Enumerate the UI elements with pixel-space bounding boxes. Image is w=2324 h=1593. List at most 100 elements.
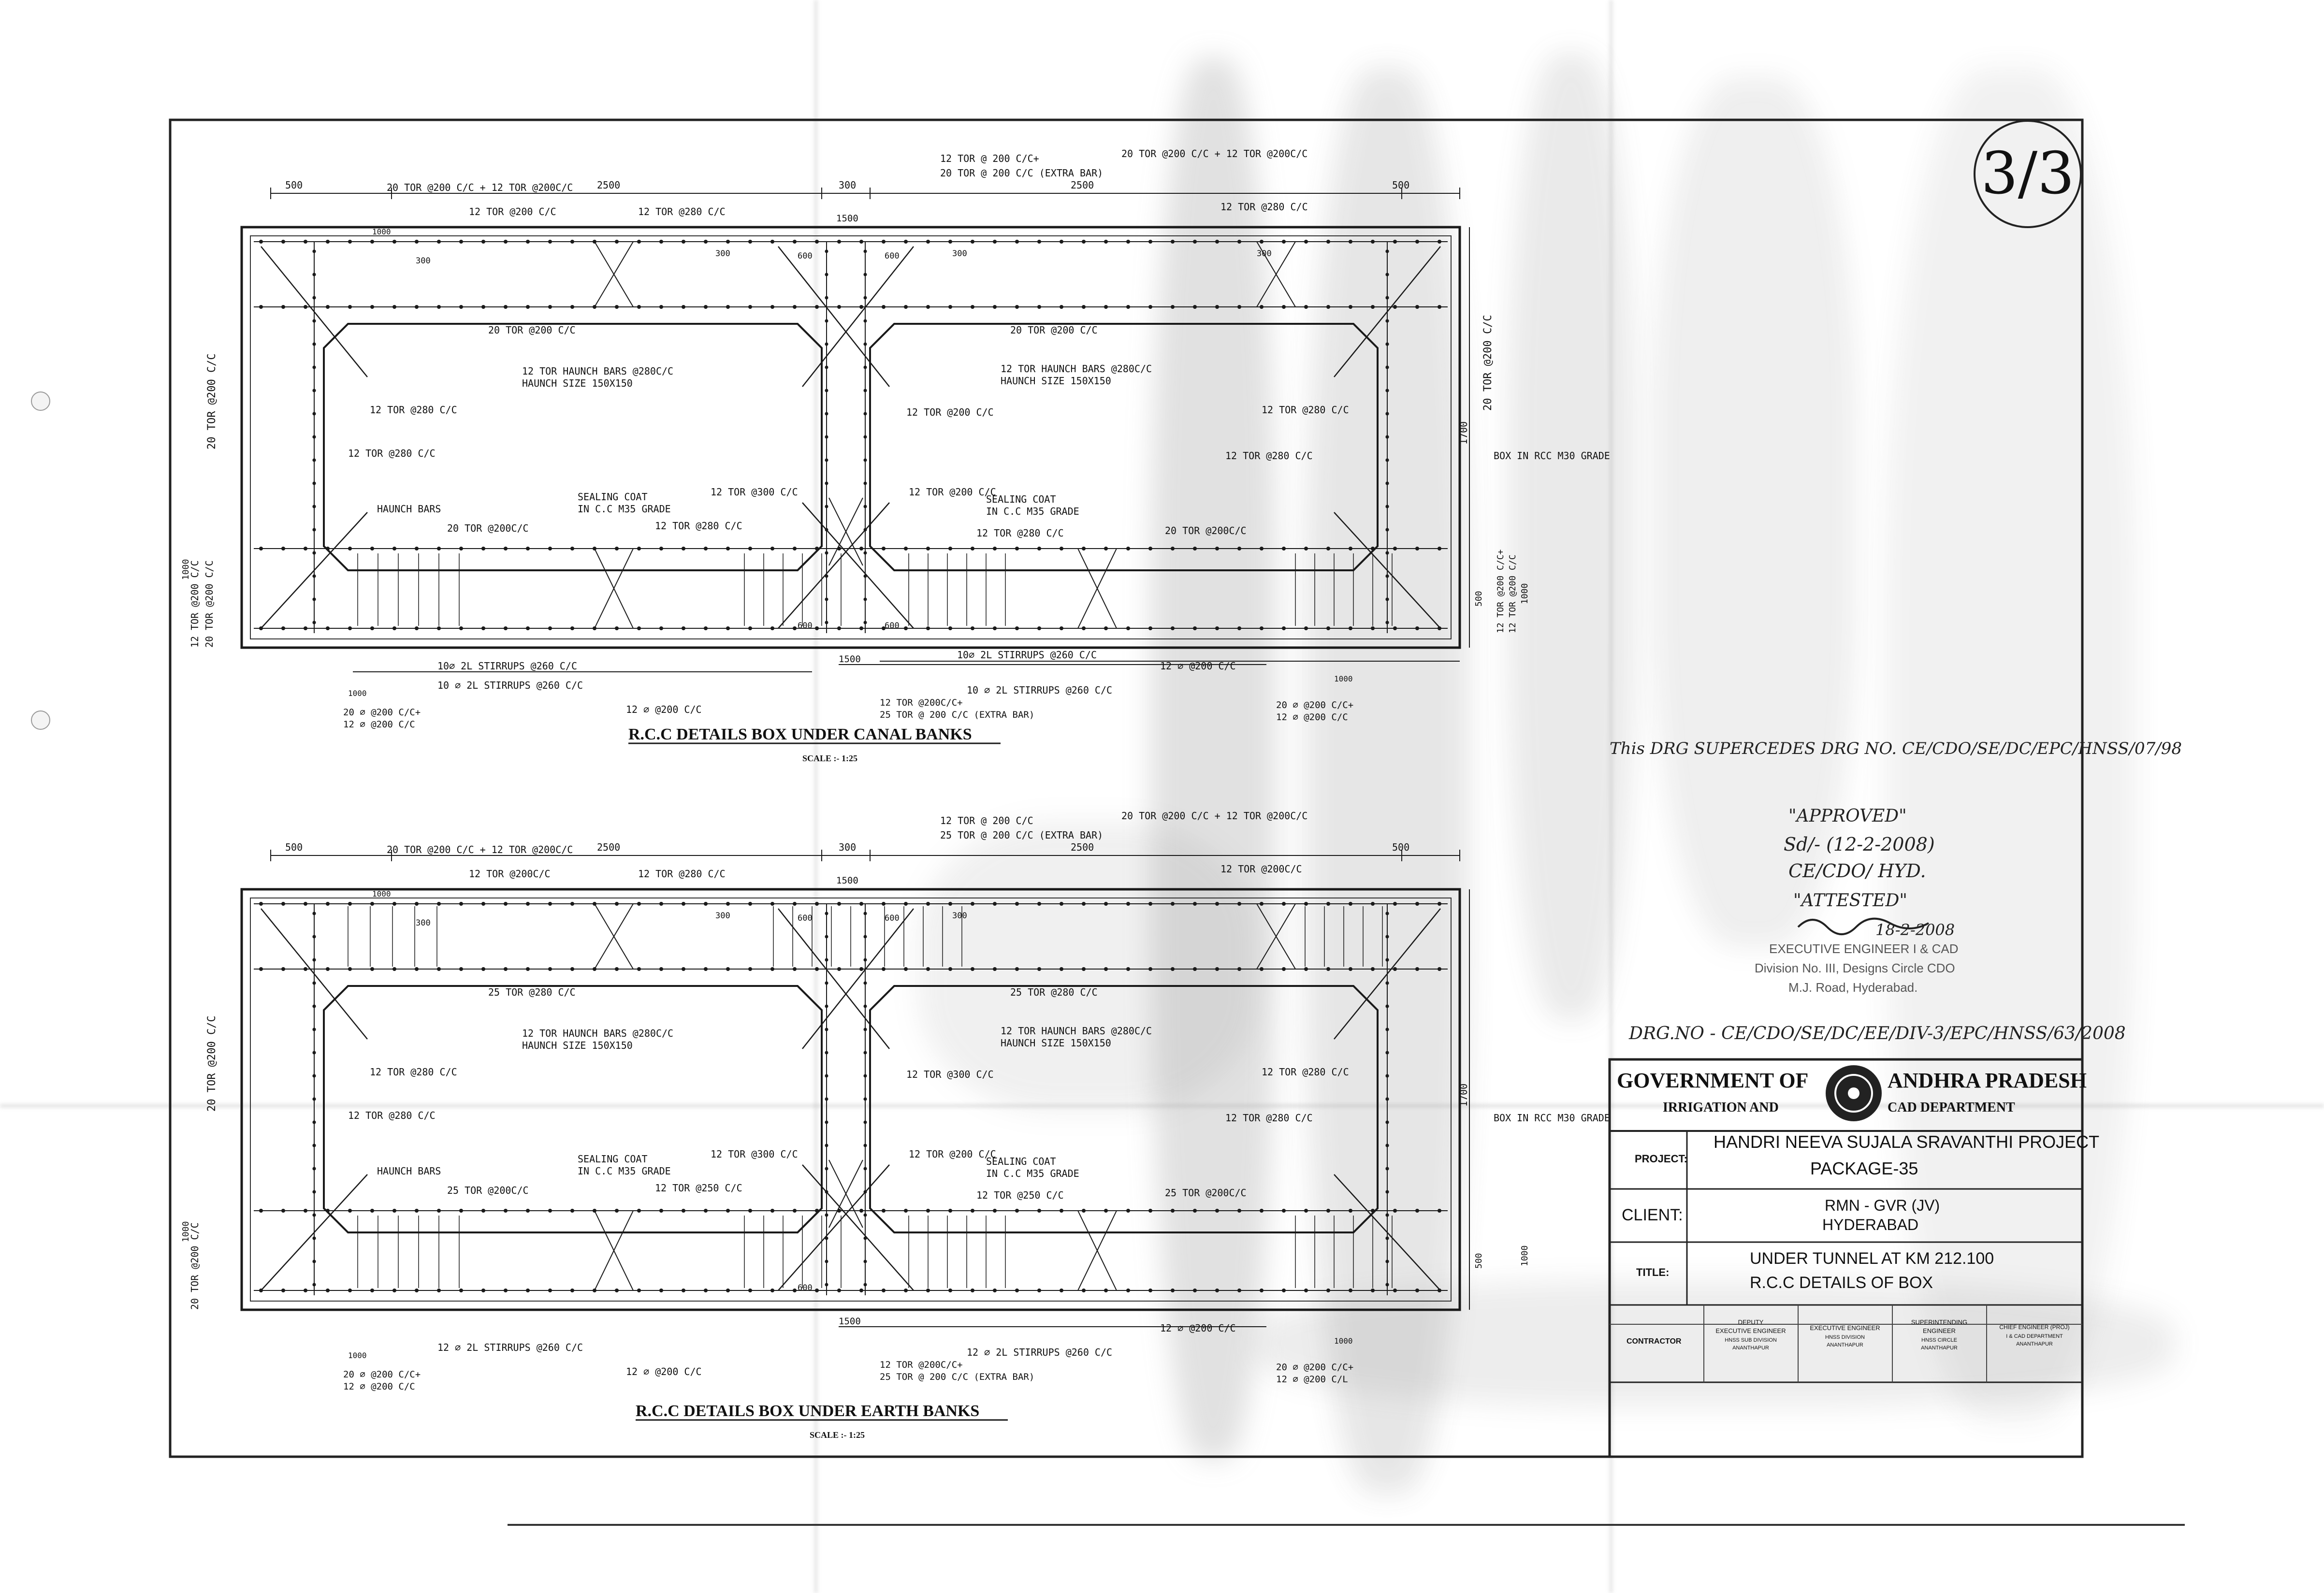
distribution-bar-dot — [863, 1004, 867, 1008]
distribution-bar-dot — [615, 1209, 619, 1213]
bottom-right-bar-2: 25 TOR @200C/C — [1165, 1187, 1247, 1199]
distribution-bar-dot — [1171, 305, 1175, 309]
distribution-bar-dot — [415, 626, 419, 630]
distribution-bar-dot — [770, 967, 774, 971]
bottom-left-1: 20 ∅ @200 C/C+ — [343, 1369, 421, 1380]
distribution-bar-dot — [312, 1283, 316, 1287]
distribution-bar-dot — [1349, 240, 1352, 244]
distribution-bar-dot — [370, 240, 374, 244]
stirrup-cross — [594, 903, 634, 970]
distribution-bar-dot — [1349, 547, 1352, 550]
distribution-bar-dot — [1385, 319, 1389, 323]
distribution-bar-dot — [859, 305, 863, 309]
left-cell — [323, 323, 823, 571]
distribution-bar-dot — [1326, 1209, 1330, 1213]
haunch-bar — [778, 1164, 890, 1291]
distribution-bar-dot — [1304, 967, 1308, 971]
distribution-bar-dot — [682, 1289, 685, 1292]
slab-label-right: 12 TOR @200C/C — [1220, 863, 1302, 875]
stirrup-cross — [594, 241, 634, 307]
distribution-bar-dot — [1385, 412, 1389, 416]
drawing-scale: SCALE :- 1:25 — [802, 753, 857, 763]
distribution-bar-dot — [548, 1209, 552, 1213]
distribution-bar-dot — [481, 967, 485, 971]
mid-bar-right: 20 TOR @200 C/C — [1010, 324, 1098, 336]
distribution-bar-dot — [904, 305, 908, 309]
distribution-bar-dot — [1326, 1289, 1330, 1292]
distribution-bar-dot — [1282, 547, 1286, 550]
distribution-bar-dot — [1237, 1209, 1241, 1213]
sign-se-2: ENGINEER — [1923, 1327, 1956, 1334]
dim-1000-bottom-right: 1000 — [1334, 1336, 1353, 1346]
distribution-bar-dot — [526, 967, 530, 971]
distribution-bar-dot — [281, 547, 285, 550]
distribution-bar-dot — [570, 1209, 574, 1213]
left-low-2: 20 TOR @200 C/C — [203, 560, 215, 648]
dim-600-bottom-2: 600 — [885, 621, 900, 631]
seal-left-2: IN C.C M35 GRADE — [578, 1165, 671, 1177]
haunch-bar — [802, 1164, 914, 1291]
stirrup-cross — [1256, 241, 1296, 307]
distribution-bar-dot — [863, 1120, 867, 1124]
distribution-bar-dot — [1349, 305, 1352, 309]
distribution-bar-dot — [615, 626, 619, 630]
distribution-bar-dot — [312, 528, 316, 532]
distribution-bar-dot — [392, 626, 396, 630]
distribution-bar-dot — [882, 967, 886, 971]
side-left-label: 20 TOR @200 C/C — [206, 1015, 218, 1112]
distribution-bar-dot — [863, 412, 867, 416]
distribution-bar-dot — [570, 305, 574, 309]
haunch-right-1: 12 TOR HAUNCH BARS @280C/C — [1001, 363, 1152, 375]
distribution-bar-dot — [1015, 240, 1019, 244]
haunch-bar — [261, 246, 368, 377]
distribution-bar-dot — [825, 1236, 828, 1240]
distribution-bar-dot — [259, 1289, 263, 1292]
sign-ce-2: I & CAD DEPARTMENT — [2006, 1333, 2063, 1339]
distribution-bar-dot — [312, 597, 316, 601]
distribution-bar-dot — [548, 626, 552, 630]
distribution-bar-dot — [825, 505, 828, 508]
distribution-bar-dot — [726, 1289, 730, 1292]
distribution-bar-dot — [348, 305, 352, 309]
distribution-bar-dot — [1349, 1289, 1352, 1292]
distribution-bar-dot — [971, 305, 974, 309]
distribution-bar-dot — [326, 967, 330, 971]
distribution-bar-dot — [825, 481, 828, 485]
distribution-bar-dot — [1415, 902, 1419, 906]
distribution-bar-dot — [971, 547, 974, 550]
distribution-bar-dot — [1171, 240, 1175, 244]
distribution-bar-dot — [863, 273, 867, 276]
distribution-bar-dot — [1415, 240, 1419, 244]
approved-signature: Sd/- (12-2-2008) — [1784, 834, 1935, 855]
distribution-bar-dot — [1393, 626, 1397, 630]
box-outer-cover — [250, 898, 1452, 1302]
distribution-bar-dot — [793, 240, 797, 244]
distribution-bar-dot — [326, 626, 330, 630]
s300-4: 300 — [1257, 249, 1272, 259]
distribution-bar-dot — [863, 389, 867, 392]
distribution-bar-dot — [1385, 935, 1389, 939]
distribution-bar-dot — [1349, 1209, 1352, 1213]
distribution-bar-dot — [637, 626, 641, 630]
distribution-bar-dot — [504, 305, 508, 309]
haunch-bar — [1334, 512, 1441, 629]
distribution-bar-dot — [971, 902, 974, 906]
haunch-bar — [1334, 246, 1441, 377]
distribution-bar-dot — [1326, 240, 1330, 244]
distribution-bar-dot — [304, 547, 307, 550]
stirrup-label-left: 10 ∅ 2L STIRRUPS @260 C/C — [437, 680, 583, 691]
distribution-bar-dot — [1060, 305, 1063, 309]
distribution-bar-dot — [615, 240, 619, 244]
distribution-bar-dot — [825, 365, 828, 369]
dim-500-vertical: 500 — [1474, 591, 1484, 607]
distribution-bar-dot — [259, 902, 263, 906]
distribution-bar-dot — [1438, 626, 1441, 630]
distribution-bar-dot — [1193, 1209, 1197, 1213]
slab-label-left: 12 TOR @200C/C — [469, 868, 551, 880]
distribution-bar-dot — [993, 967, 997, 971]
box-outline — [240, 888, 1461, 1311]
distribution-bar-dot — [825, 528, 828, 532]
distribution-bar-dot — [882, 1289, 886, 1292]
distribution-bar-dot — [993, 240, 997, 244]
distribution-bar-dot — [904, 240, 908, 244]
